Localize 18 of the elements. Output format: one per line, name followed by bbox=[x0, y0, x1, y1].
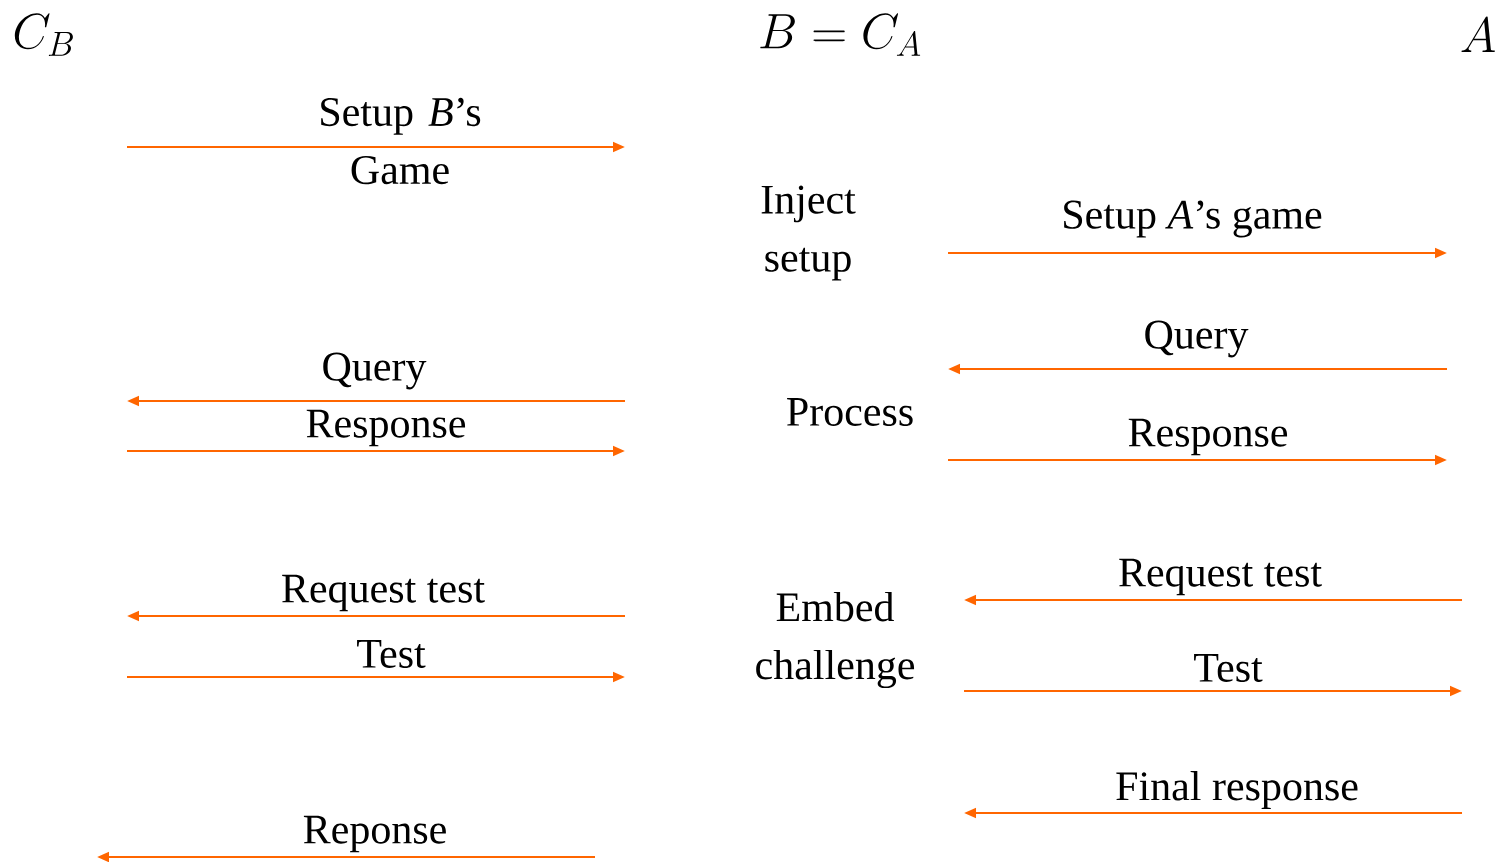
message-label: Test bbox=[1194, 654, 1263, 682]
participant-label: $B = C_A$ bbox=[760, 13, 921, 56]
message-label: Final response bbox=[1116, 770, 1358, 810]
participant-label: $A$ bbox=[1461, 16, 1495, 52]
message-label: Test bbox=[357, 640, 426, 668]
message-label: Query bbox=[1145, 320, 1249, 358]
message-label: Request test bbox=[282, 574, 485, 612]
message-label: Response bbox=[1128, 418, 1288, 456]
message-label: Reponse bbox=[303, 815, 446, 853]
message-label: Query bbox=[323, 352, 427, 390]
participant-label: $C_B$ bbox=[14, 13, 73, 56]
message-label: Response bbox=[306, 409, 466, 447]
step-label: Embed challenge bbox=[756, 591, 915, 689]
message-label: Setup B’s Game bbox=[321, 97, 481, 185]
step-label: Process bbox=[787, 398, 913, 426]
step-label: Inject setup bbox=[761, 185, 856, 281]
message-label: Request test bbox=[1119, 558, 1322, 596]
message-label: Setup A’s game bbox=[1064, 200, 1322, 238]
